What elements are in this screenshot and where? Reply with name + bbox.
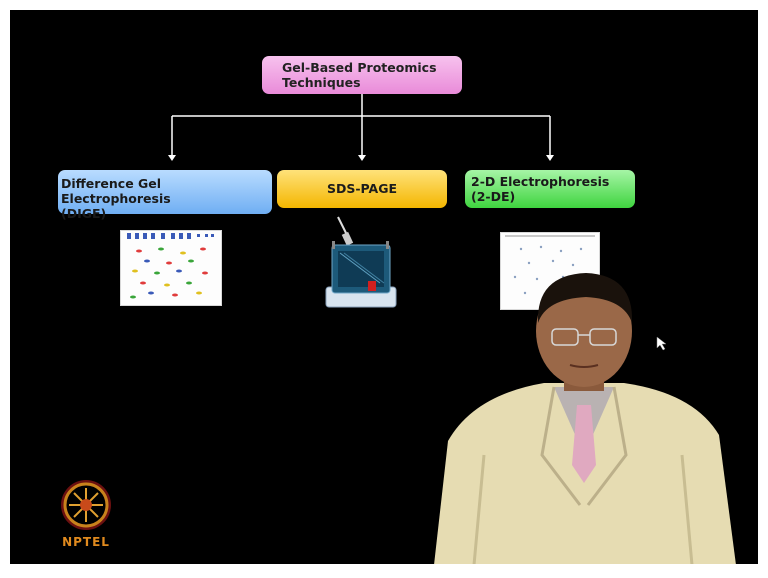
mouse-cursor-icon [656, 336, 667, 351]
dige-node-line2: (DIGE) [61, 206, 107, 221]
dige-node-line1: Difference Gel Electrophoresis [61, 176, 171, 206]
sds-page-apparatus-image [325, 216, 397, 308]
root-node-line1: Gel-Based Proteomics [282, 60, 437, 75]
dige-gel-image [120, 230, 222, 306]
2de-node-box: 2-D Electrophoresis (2-DE) [465, 170, 635, 208]
video-frame: Gel-Based Proteomics Techniques Differen… [10, 10, 758, 564]
root-node-box: Gel-Based Proteomics Techniques [262, 56, 462, 94]
connector-lines [168, 94, 554, 161]
2de-gel-spots [505, 235, 595, 297]
dige-gel-spots [127, 233, 214, 299]
sds-page-node-box: SDS-PAGE [277, 170, 447, 208]
root-node-line2: Techniques [282, 75, 361, 90]
sds-page-node-label: SDS-PAGE [326, 181, 398, 196]
2de-node-line2: (2-DE) [471, 189, 516, 204]
2de-node-line1: 2-D Electrophoresis [471, 174, 610, 189]
nptel-logo [61, 480, 111, 530]
presenter-video [434, 273, 736, 564]
nptel-logo-text: NPTEL [62, 535, 110, 549]
dige-node-box: Difference Gel Electrophoresis (DIGE) [58, 170, 272, 221]
